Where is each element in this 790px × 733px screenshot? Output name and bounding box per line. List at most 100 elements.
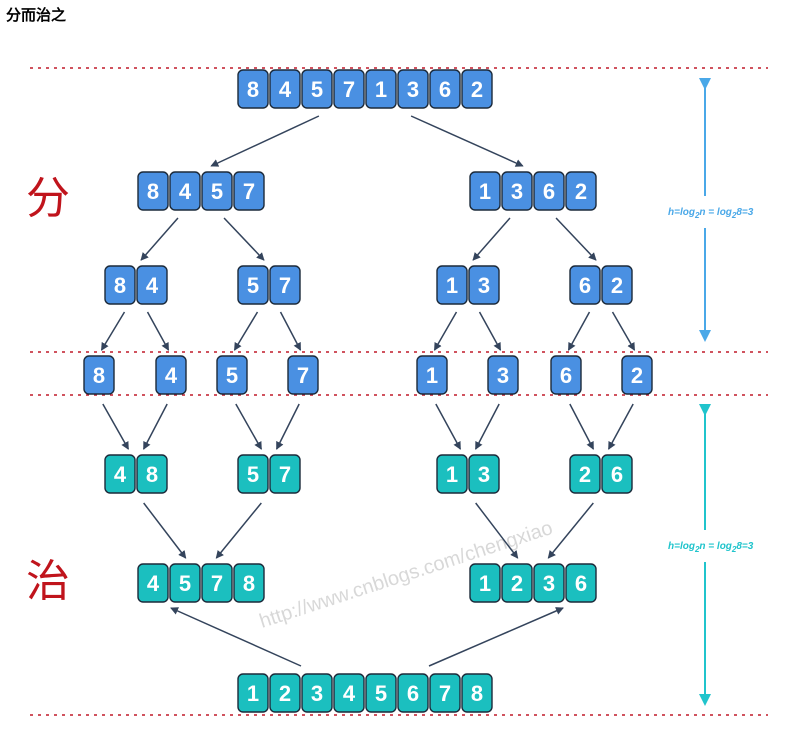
number-label: 5 [226, 363, 238, 388]
number-cell [269, 69, 301, 109]
number-label: 8 [146, 462, 158, 487]
number-label: 1 [479, 571, 491, 596]
number-cell [233, 171, 265, 211]
number-cell [269, 673, 301, 713]
number-label: 5 [247, 273, 259, 298]
number-cell [416, 355, 448, 395]
number-cell [237, 673, 269, 713]
number-cell [216, 355, 248, 395]
tree-arrow [478, 311, 502, 351]
number-cell [429, 673, 461, 713]
number-label: 7 [279, 462, 291, 487]
tree-arrow [143, 403, 168, 450]
tree-arrow [233, 311, 259, 351]
number-label: 8 [471, 681, 483, 706]
formula-prefix: h=log [668, 541, 695, 552]
tree-arrow [433, 311, 458, 351]
number-cell [429, 69, 461, 109]
number-label: 3 [497, 363, 509, 388]
conquer-height-measure: h=log2n = log28=3 [668, 404, 754, 706]
formula-prefix: h=log [668, 207, 695, 218]
tree-arrow [547, 502, 594, 559]
number-cell [104, 265, 136, 305]
number-label: 3 [511, 179, 523, 204]
number-cell [601, 454, 633, 494]
formula-suffix: 8=3 [736, 207, 753, 218]
number-cell [237, 454, 269, 494]
page-title: 分而治之 [6, 6, 67, 24]
number-label: 1 [426, 363, 438, 388]
tree-arrow [569, 403, 594, 450]
number-label: 3 [311, 681, 323, 706]
number-cell [301, 69, 333, 109]
tree-arrow [215, 502, 262, 559]
formula-mid: n = log [699, 207, 732, 218]
number-cell [169, 171, 201, 211]
number-label: 8 [247, 77, 259, 102]
formula-mid: n = log [699, 541, 732, 552]
number-cell [287, 355, 319, 395]
number-cell [237, 69, 269, 109]
number-label: 3 [478, 273, 490, 298]
divide-level3-group: 5 [216, 355, 248, 395]
divide-label: 分 [26, 173, 70, 224]
number-cell [269, 265, 301, 305]
number-cell [365, 69, 397, 109]
number-label: 5 [311, 77, 323, 102]
number-label: 4 [279, 77, 292, 102]
number-label: 3 [543, 571, 555, 596]
tree-arrow [410, 115, 524, 167]
number-cell [621, 355, 653, 395]
tree-arrow [475, 403, 500, 450]
number-label: 1 [446, 462, 458, 487]
number-label: 2 [511, 571, 523, 596]
number-cell [461, 673, 493, 713]
number-label: 8 [147, 179, 159, 204]
number-cell [436, 265, 468, 305]
formula-sub2: 2 [731, 211, 737, 220]
number-label: 8 [114, 273, 126, 298]
tree-arrow [100, 311, 126, 351]
number-label: 7 [439, 681, 451, 706]
number-cell [436, 454, 468, 494]
number-label: 6 [543, 179, 555, 204]
number-label: 1 [479, 179, 491, 204]
number-label: 1 [446, 273, 458, 298]
tree-arrows [100, 115, 636, 667]
number-cell [201, 171, 233, 211]
number-cell [233, 563, 265, 603]
number-label: 5 [375, 681, 387, 706]
tree-arrow [428, 607, 564, 667]
divide-formula: h=log2n = log28=3 [668, 207, 754, 220]
formula-sub1: 2 [694, 211, 700, 220]
tree-arrow [140, 217, 179, 261]
number-label: 1 [375, 77, 387, 102]
separator-lines [30, 67, 768, 716]
number-cell [155, 355, 187, 395]
number-label: 2 [611, 273, 623, 298]
conquer-formula: h=log2n = log28=3 [668, 541, 754, 554]
number-cell [137, 563, 169, 603]
number-cell [487, 355, 519, 395]
number-label: 5 [211, 179, 223, 204]
divide-level3-group: 2 [621, 355, 653, 395]
number-label: 7 [279, 273, 291, 298]
number-cell [501, 171, 533, 211]
divide-level3-group: 1 [416, 355, 448, 395]
number-label: 4 [343, 681, 356, 706]
number-label: 5 [179, 571, 191, 596]
number-cell [533, 171, 565, 211]
number-label: 5 [247, 462, 259, 487]
divide-level3-group: 7 [287, 355, 319, 395]
number-cell [269, 454, 301, 494]
tree-arrow [567, 311, 591, 351]
number-cell [333, 673, 365, 713]
number-cell [137, 171, 169, 211]
